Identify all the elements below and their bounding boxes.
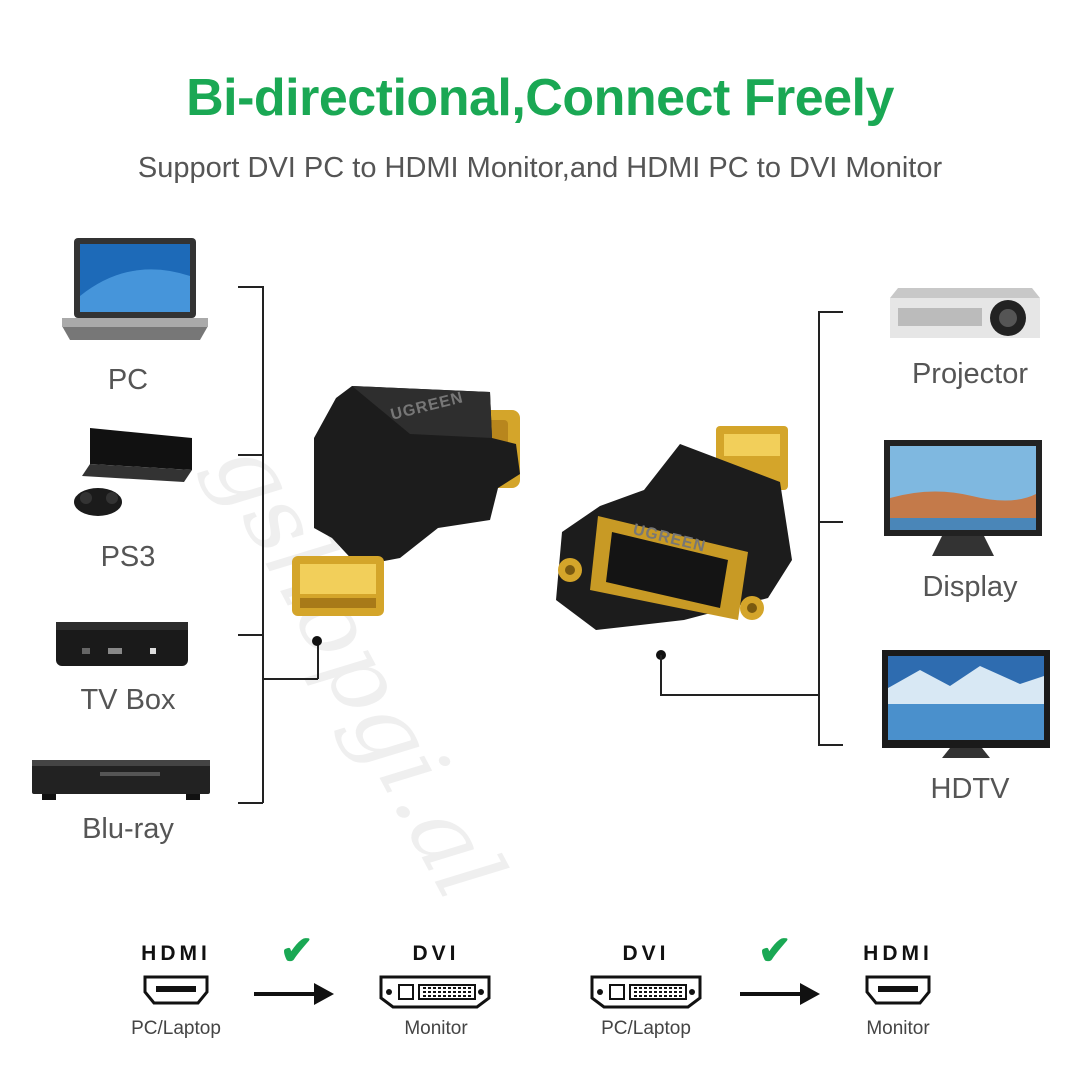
device-label-ps3: PS3	[100, 541, 156, 573]
dvi-port-icon	[590, 975, 702, 1009]
flow2-to-sub: Monitor	[866, 1018, 930, 1039]
right-connector-line	[660, 694, 819, 696]
left-connector-line	[317, 641, 319, 679]
dvi-female-adapter-image	[556, 426, 792, 630]
flow1-from-sub: PC/Laptop	[131, 1018, 221, 1039]
flow1-to-port: DVI	[412, 942, 460, 965]
device-label-tv-box: TV Box	[80, 684, 176, 716]
dvi-port-icon	[379, 975, 491, 1009]
left-bracket-tick	[238, 802, 263, 804]
flow2-to-port: HDMI	[863, 942, 933, 965]
hdmi-male-adapter-image	[292, 386, 520, 616]
laptop-icon	[62, 238, 208, 340]
hdmi-port-icon	[143, 975, 209, 1005]
device-label-bluray: Blu-ray	[82, 813, 174, 845]
hdtv-icon	[882, 650, 1050, 758]
right-bracket-tick	[818, 311, 843, 313]
game-console-icon	[74, 428, 192, 516]
projector-icon	[890, 288, 1040, 338]
device-label-projector: Projector	[911, 358, 1029, 390]
left-bracket-tick	[238, 634, 263, 636]
left-connector-line	[262, 678, 318, 680]
left-bracket-tick	[238, 286, 263, 288]
page-subtitle: Support DVI PC to HDMI Monitor,and HDMI …	[137, 152, 943, 184]
right-connector-line	[660, 655, 662, 695]
left-bracket-tick	[238, 454, 263, 456]
bluray-player-icon	[32, 760, 210, 800]
device-label-hdtv: HDTV	[930, 773, 1010, 805]
check-icon: ✔	[280, 929, 314, 973]
flow2-from-sub: PC/Laptop	[601, 1018, 691, 1039]
flow1-to-sub: Monitor	[404, 1018, 468, 1039]
left-bracket-line	[262, 286, 264, 803]
page-title: Bi-directional,Connect Freely	[186, 69, 894, 127]
left-connector-dot	[312, 636, 322, 646]
hdmi-port-icon	[865, 975, 931, 1005]
check-icon: ✔	[758, 929, 792, 973]
device-label-display: Display	[922, 571, 1018, 603]
right-bracket-line	[818, 311, 820, 745]
right-bracket-tick	[818, 744, 843, 746]
right-bracket-tick	[818, 521, 843, 523]
arrow-right-icon	[254, 983, 334, 1005]
arrow-right-icon	[740, 983, 820, 1005]
device-label-pc: PC	[107, 364, 149, 396]
tv-box-icon	[56, 622, 188, 666]
monitor-icon	[884, 440, 1042, 556]
flow1-from-port: HDMI	[141, 942, 211, 965]
flow2-from-port: DVI	[622, 942, 670, 965]
